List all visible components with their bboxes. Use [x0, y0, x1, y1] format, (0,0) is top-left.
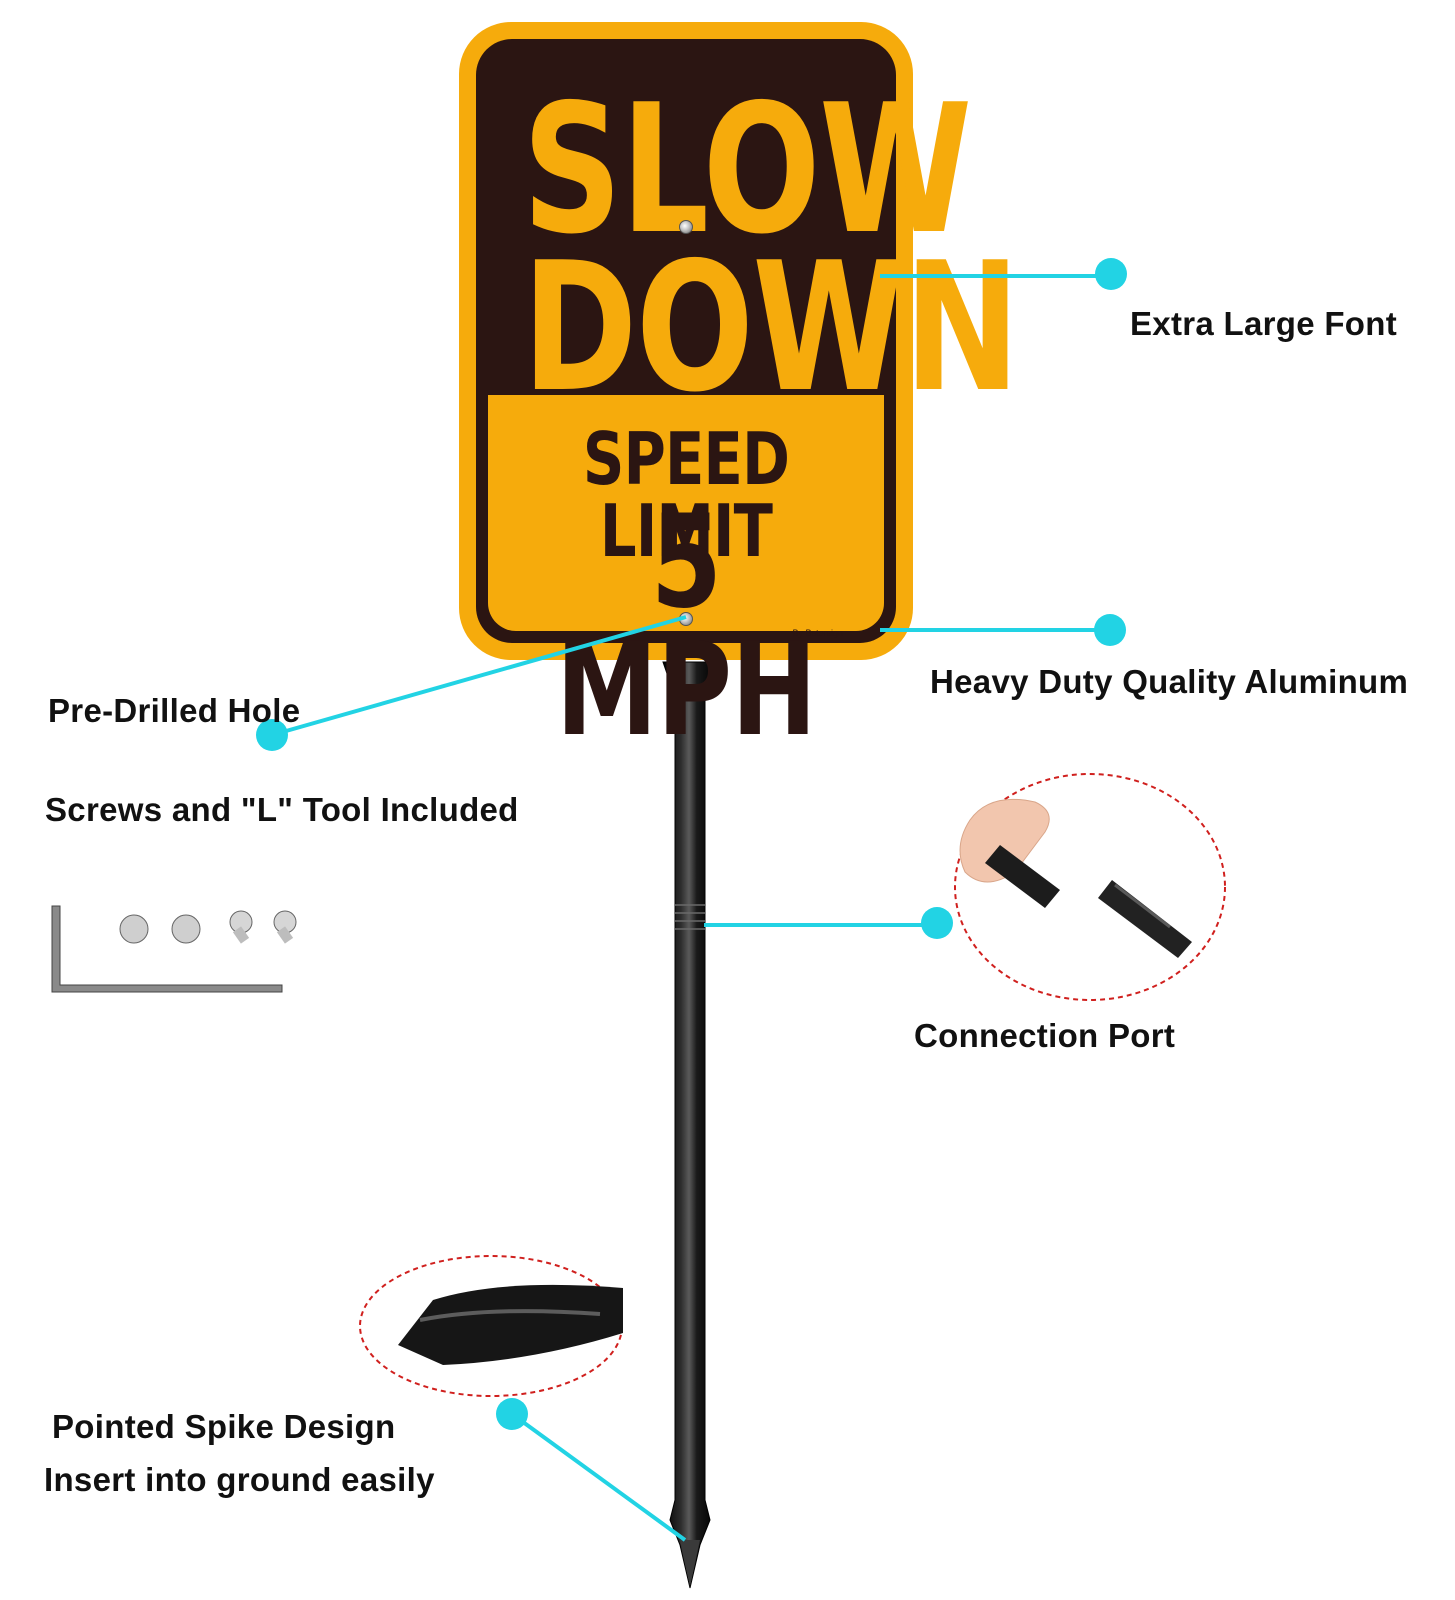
sign-line-mph: 5 MPH [555, 488, 817, 765]
hardware-set [51, 905, 297, 993]
connection-port-detail-icon [954, 773, 1226, 1001]
connection-ridges [675, 904, 705, 930]
sign-brand: By Bstersign [792, 628, 843, 638]
stake [662, 661, 716, 1589]
sign-face: SLOW DOWN SPEED LIMIT 5 MPH [476, 39, 1020, 755]
label-connection-port: Connection Port [914, 1017, 1176, 1054]
callout-dot-font [1095, 258, 1127, 290]
callout-line-hole [271, 615, 687, 737]
label-pre-drilled-hole: Pre-Drilled Hole [48, 692, 301, 729]
top-hole-icon [679, 220, 693, 234]
sign-line-speed-limit: SPEED LIMIT [582, 417, 790, 573]
slow-down-sign: SLOW DOWN SPEED LIMIT 5 MPH By Bstersign [459, 22, 1020, 755]
label-extra-large-font: Extra Large Font [1130, 305, 1398, 342]
speed-limit-panel: SPEED LIMIT 5 MPH [488, 395, 884, 755]
label-heavy-duty-aluminum: Heavy Duty Quality Aluminum [930, 663, 1409, 700]
callout-dot-aluminum [1094, 614, 1126, 646]
label-screws-included: Screws and "L" Tool Included [45, 791, 519, 828]
callout-dot-hole [256, 719, 288, 751]
callout-line-spike [510, 1412, 687, 1542]
callout-dot-spike [496, 1398, 528, 1430]
spike-detail-icon [359, 1255, 623, 1397]
spike-tip [680, 1540, 700, 1586]
callout-dot-port [921, 907, 953, 939]
label-spike-design: Pointed Spike Design [52, 1408, 396, 1445]
allen-key-icon [51, 905, 283, 993]
screw-set-icon [119, 910, 297, 944]
label-spike-insert: Insert into ground easily [44, 1461, 435, 1498]
